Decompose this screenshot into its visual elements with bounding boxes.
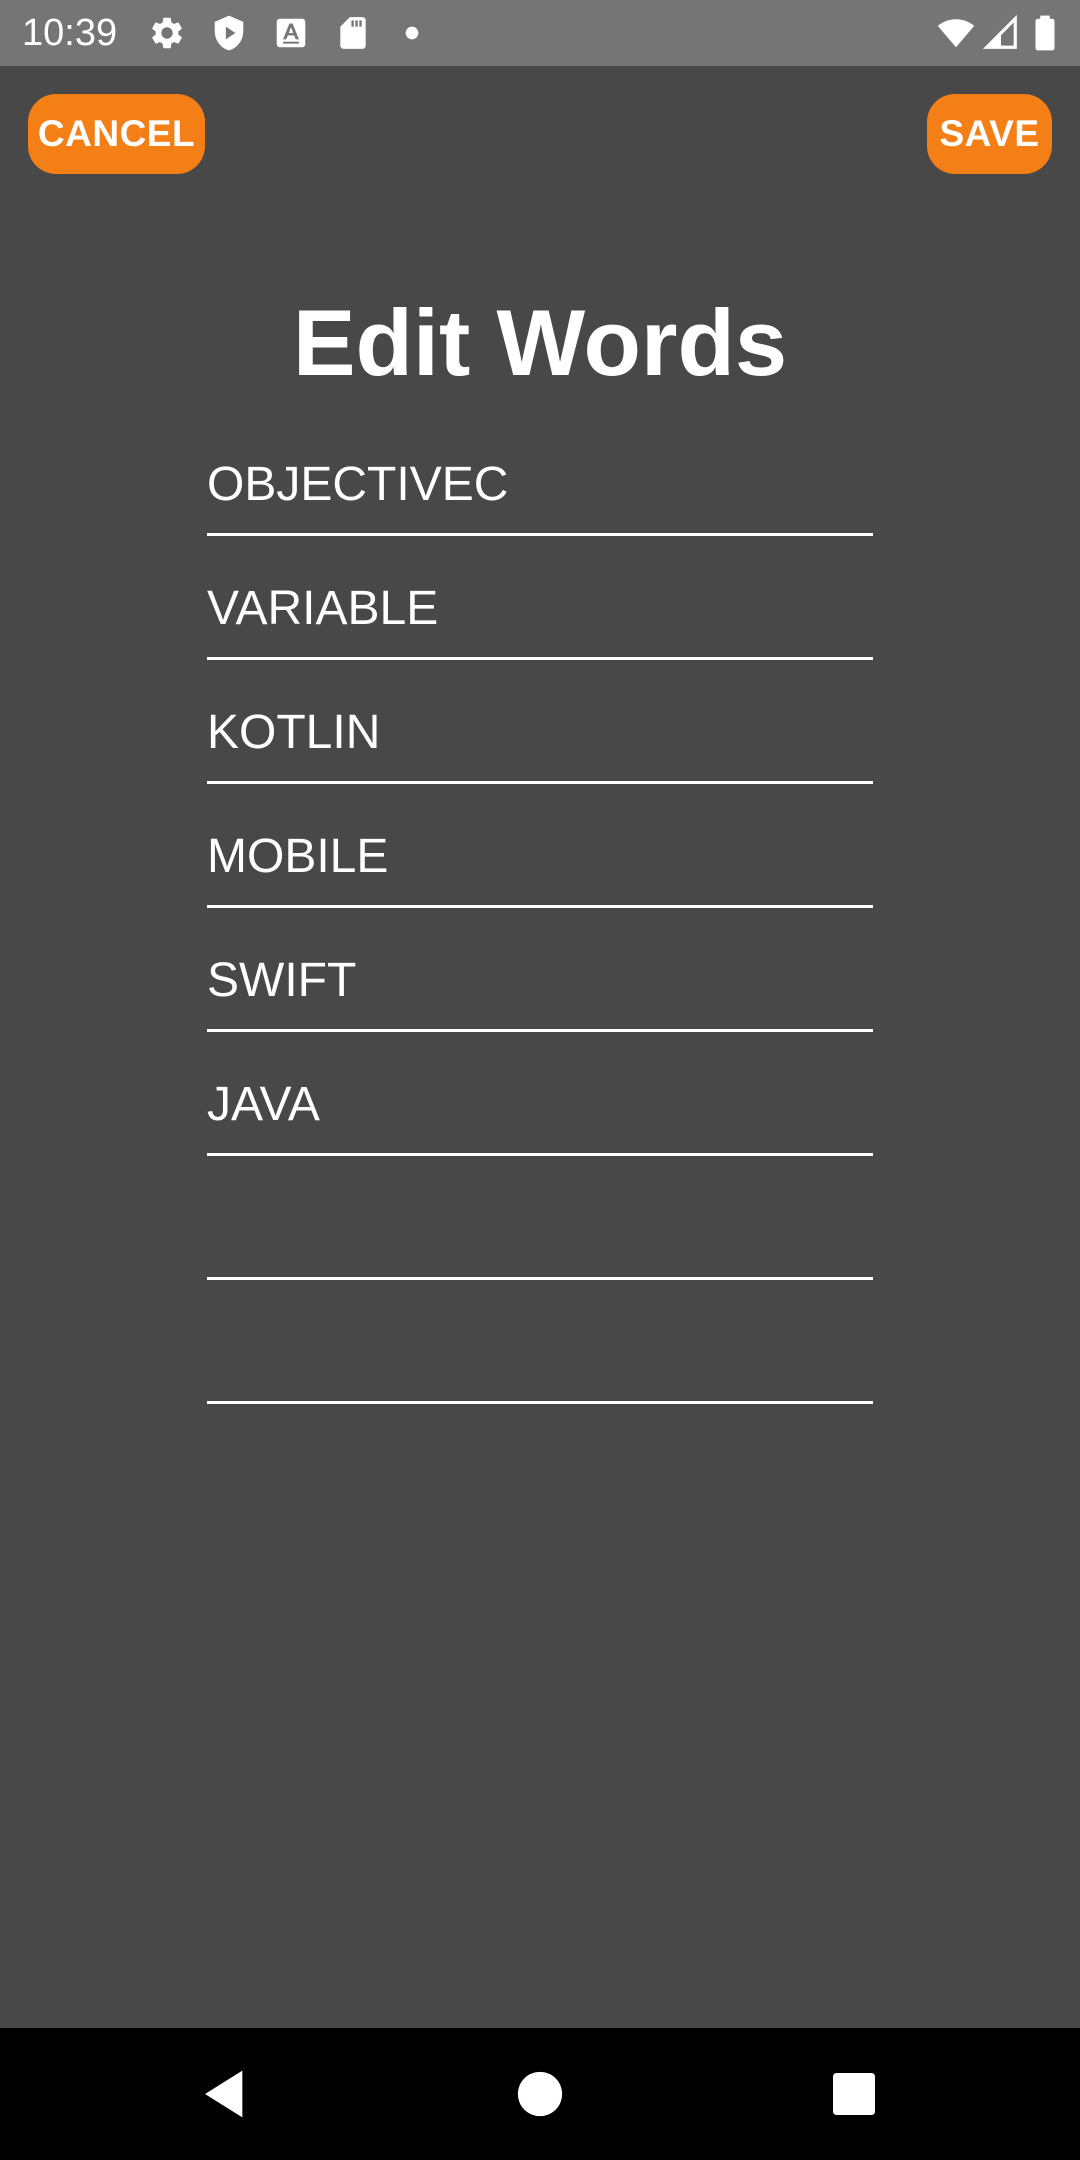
word-input-2[interactable]	[207, 570, 873, 660]
word-field	[207, 660, 873, 784]
word-input-7[interactable]	[207, 1190, 873, 1280]
word-field	[207, 1156, 873, 1280]
word-input-8[interactable]	[207, 1314, 873, 1404]
gear-icon	[148, 14, 186, 52]
word-field	[207, 1280, 873, 1404]
word-input-4[interactable]	[207, 818, 873, 908]
word-list	[207, 412, 873, 1404]
wifi-icon	[934, 14, 978, 52]
back-icon[interactable]	[198, 2066, 254, 2122]
recents-icon[interactable]	[826, 2066, 882, 2122]
navigation-bar	[0, 2028, 1080, 2160]
word-input-5[interactable]	[207, 942, 873, 1032]
a-font-icon	[272, 14, 310, 52]
sd-card-icon	[334, 14, 372, 52]
word-input-6[interactable]	[207, 1066, 873, 1156]
status-bar: 10:39	[0, 0, 1080, 66]
home-icon[interactable]	[512, 2066, 568, 2122]
signal-icon	[982, 14, 1020, 52]
word-field	[207, 908, 873, 1032]
word-field	[207, 1032, 873, 1156]
word-input-1[interactable]	[207, 446, 873, 536]
save-button[interactable]: SAVE	[927, 94, 1052, 174]
battery-icon	[1030, 14, 1060, 52]
word-field	[207, 412, 873, 536]
page-title: Edit Words	[292, 290, 788, 395]
word-field	[207, 536, 873, 660]
cancel-button[interactable]: CANCEL	[28, 94, 205, 174]
word-input-3[interactable]	[207, 694, 873, 784]
dot-icon	[402, 14, 422, 52]
status-time: 10:39	[22, 12, 118, 54]
shield-play-icon	[210, 14, 248, 52]
word-field	[207, 784, 873, 908]
